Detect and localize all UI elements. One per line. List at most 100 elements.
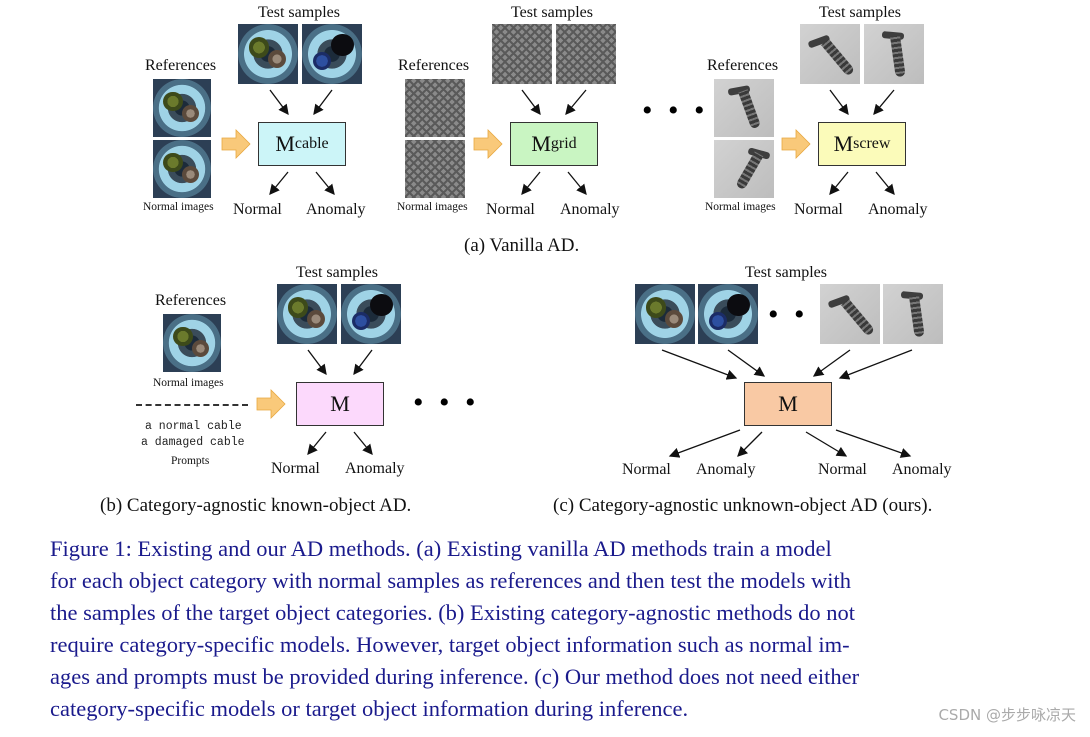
test-samples-label: Test samples — [819, 4, 901, 21]
arrow — [269, 171, 289, 196]
prompt-damaged: a damaged cable — [141, 436, 245, 449]
arrows-layer — [221, 89, 913, 458]
reference-image — [714, 140, 774, 198]
prompts-label: Prompts — [171, 455, 210, 467]
arrow — [269, 89, 289, 116]
reference-image — [405, 79, 465, 137]
output-normal: Normal — [818, 461, 867, 478]
model-subscript: grid — [550, 135, 577, 152]
test-sample-cable-normal — [635, 284, 695, 344]
panel-c-caption: (c) Category-agnostic unknown-object AD … — [553, 495, 933, 516]
arrow — [307, 431, 327, 456]
caption-line: Figure 1: Existing and our AD methods. (… — [50, 536, 832, 561]
test-samples-label: Test samples — [258, 4, 340, 21]
reference-image — [153, 140, 211, 198]
arrow — [835, 429, 912, 458]
flow-arrow — [256, 389, 286, 419]
flow-arrow — [473, 129, 503, 159]
flow-arrow — [781, 129, 811, 159]
model-box: M — [744, 382, 832, 426]
output-anomaly: Anomaly — [868, 201, 928, 218]
output-normal: Normal — [271, 460, 320, 477]
reference-image — [163, 314, 221, 372]
model-name: M — [275, 131, 295, 156]
test-sample-screw — [800, 24, 860, 84]
arrow — [307, 349, 327, 376]
caption-line: require category-specific models. Howeve… — [50, 632, 850, 657]
arrow — [353, 349, 373, 376]
test-sample-screw — [864, 24, 924, 84]
panel-b-caption: (b) Category-agnostic known-object AD. — [100, 495, 412, 516]
arrow — [565, 89, 587, 115]
references-label: References — [398, 57, 470, 74]
references-label: References — [707, 57, 779, 74]
output-anomaly: Anomaly — [892, 461, 952, 478]
test-sample-cable-damaged — [698, 284, 758, 344]
arrow — [353, 431, 373, 456]
arrow — [805, 431, 848, 457]
test-sample-screw — [883, 284, 943, 344]
panel-a-caption: (a) Vanilla AD. — [464, 235, 580, 256]
reference-image — [405, 140, 465, 198]
model-subscript: cable — [294, 135, 329, 152]
output-normal: Normal — [486, 201, 535, 218]
references-label: References — [155, 292, 227, 309]
model-name: M — [531, 131, 551, 156]
separator-dashed — [136, 404, 248, 406]
arrow — [873, 89, 895, 115]
figure-caption: Figure 1: Existing and our AD methods. (… — [50, 533, 1025, 725]
output-anomaly: Anomaly — [560, 201, 620, 218]
model-subscript: screw — [853, 135, 891, 152]
test-sample-cable-damaged — [341, 284, 401, 344]
caption-line: for each object category with normal sam… — [50, 568, 851, 593]
model-name: M — [833, 131, 854, 156]
test-samples-label: Test samples — [511, 4, 593, 21]
test-sample-cable-normal — [238, 24, 298, 84]
test-sample-cable-normal — [277, 284, 337, 344]
arrow — [829, 89, 849, 116]
arrow — [737, 431, 763, 457]
caption-line: ages and prompts must be provided during… — [50, 664, 860, 689]
model-box: M — [296, 382, 384, 426]
caption-line: category-specific models or target objec… — [50, 696, 689, 721]
output-normal: Normal — [622, 461, 671, 478]
normal-images-label: Normal images — [705, 201, 776, 213]
output-normal: Normal — [233, 201, 282, 218]
output-anomaly: Anomaly — [306, 201, 366, 218]
reference-image — [153, 79, 211, 137]
arrow — [727, 349, 766, 377]
test-sample-cable-damaged — [302, 24, 362, 84]
test-samples-label: Test samples — [296, 264, 378, 281]
arrow — [668, 429, 741, 458]
flow-arrow — [221, 129, 251, 159]
arrow — [521, 89, 541, 116]
arrow — [521, 171, 541, 196]
normal-images-label: Normal images — [143, 201, 214, 213]
prompt-normal: a normal cable — [145, 420, 242, 433]
arrow — [315, 171, 335, 196]
arrow — [661, 349, 738, 380]
watermark: CSDN @步步咏凉天 — [938, 706, 1076, 724]
arrow — [829, 171, 849, 196]
caption-line: the samples of the target object categor… — [50, 600, 855, 625]
normal-images-label: Normal images — [153, 377, 224, 389]
arrow — [567, 171, 587, 196]
output-anomaly: Anomaly — [345, 460, 405, 477]
normal-images-label: Normal images — [397, 201, 468, 213]
output-anomaly: Anomaly — [696, 461, 756, 478]
output-normal: Normal — [794, 201, 843, 218]
reference-image — [714, 79, 774, 137]
test-sample-grid — [556, 24, 616, 84]
arrow — [313, 89, 333, 116]
test-samples-label: Test samples — [745, 264, 827, 281]
arrow — [838, 349, 913, 380]
test-sample-grid — [492, 24, 552, 84]
arrow — [875, 171, 895, 196]
model-name: M — [778, 391, 798, 416]
test-sample-screw — [820, 284, 880, 344]
references-label: References — [145, 57, 217, 74]
model-name: M — [330, 391, 350, 416]
